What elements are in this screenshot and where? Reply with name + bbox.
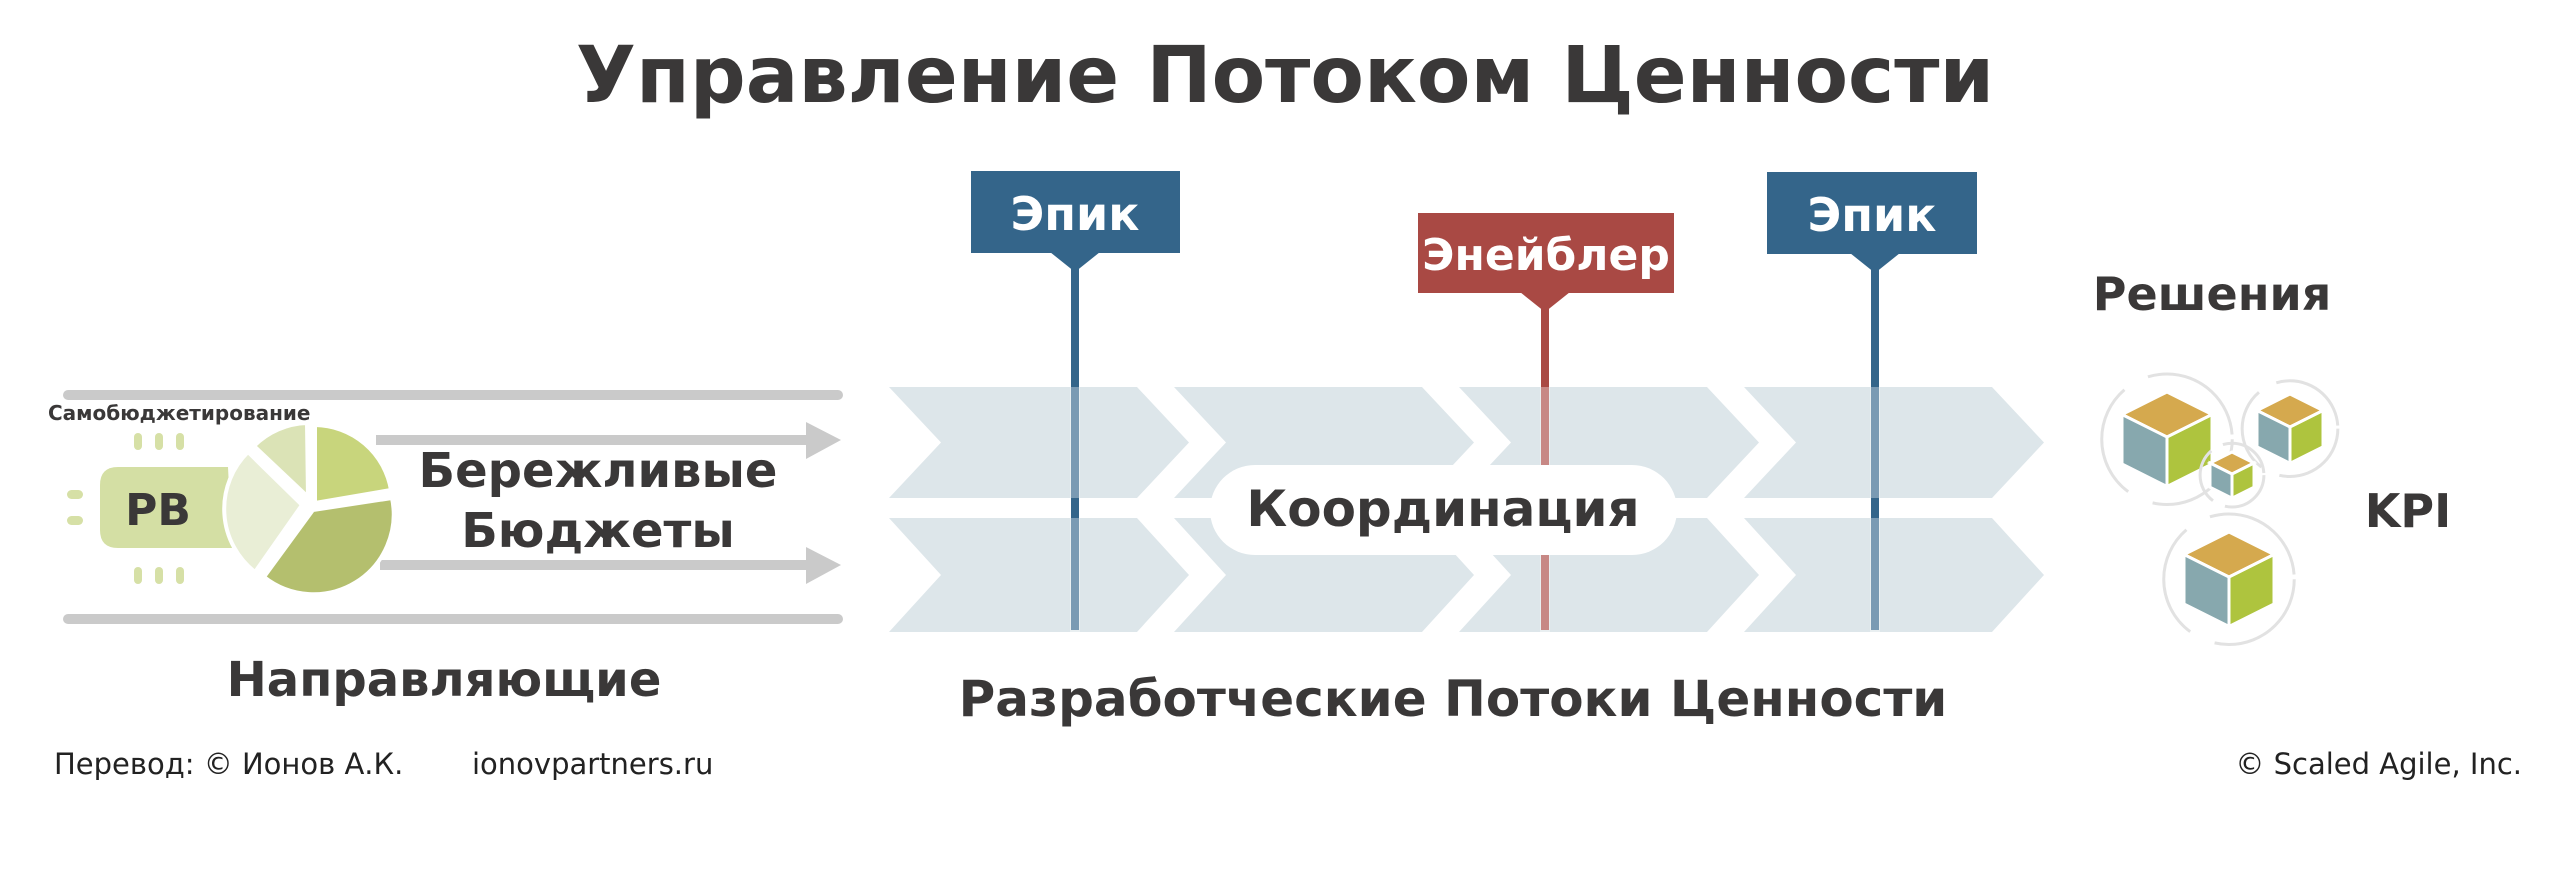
enabler-flag: Энейблер xyxy=(1418,213,1674,312)
budget-pie-icon xyxy=(222,420,396,597)
epic2-label: Эпик xyxy=(1808,188,1937,242)
self-budgeting-label: Самобюджетирование xyxy=(48,401,311,425)
solutions-title: Решения xyxy=(2093,267,2332,321)
coordination-label: Координация xyxy=(1246,480,1639,538)
translator-site-link[interactable]: ionovpartners.ru xyxy=(472,747,713,781)
cube-icon-2 xyxy=(2240,379,2340,478)
chevron-row1-4 xyxy=(1744,387,2044,498)
chevron-row2-1 xyxy=(889,518,1189,632)
lean-budgets-line2: Бюджеты xyxy=(461,503,735,559)
value-streams-caption: Разработческие Потоки Ценности xyxy=(959,670,1948,728)
chevron-row2-4 xyxy=(1744,518,2044,632)
coordination-pill: Координация xyxy=(1210,465,1677,555)
cube-icon-3 xyxy=(2198,441,2266,509)
translation-credit: Перевод: © Ионов А.К. xyxy=(54,747,403,781)
arrow-bottom xyxy=(380,547,841,584)
guardrails-section: Самобюджетирование PB Бережливые Бюджеты… xyxy=(48,390,843,708)
pb-label: PB xyxy=(125,485,191,536)
epic1-flag: Эпик xyxy=(971,171,1180,272)
pb-icon: PB xyxy=(67,433,232,584)
solutions-section: Решения KPI xyxy=(2093,267,2451,646)
cube-icon-1 xyxy=(2100,372,2234,506)
guardrails-caption: Направляющие xyxy=(227,652,662,708)
copyright-notice: © Scaled Agile, Inc. xyxy=(2235,747,2522,781)
page-title: Управление Потоком Ценности xyxy=(576,31,1994,121)
kpi-label: KPI xyxy=(2365,484,2451,538)
enabler-label: Энейблер xyxy=(1422,230,1670,281)
lean-budgets-line1: Бережливые xyxy=(419,443,778,499)
chevron-row1-1 xyxy=(889,387,1189,498)
solution-cubes xyxy=(2100,372,2340,646)
epic1-label: Эпик xyxy=(1011,187,1140,241)
cube-icon-4 xyxy=(2162,512,2296,646)
arrow-top xyxy=(376,422,841,459)
epic2-flag: Эпик xyxy=(1767,172,1977,273)
value-streams-section: Координация Эпик Энейблер Эпик Разработч… xyxy=(889,171,2044,728)
